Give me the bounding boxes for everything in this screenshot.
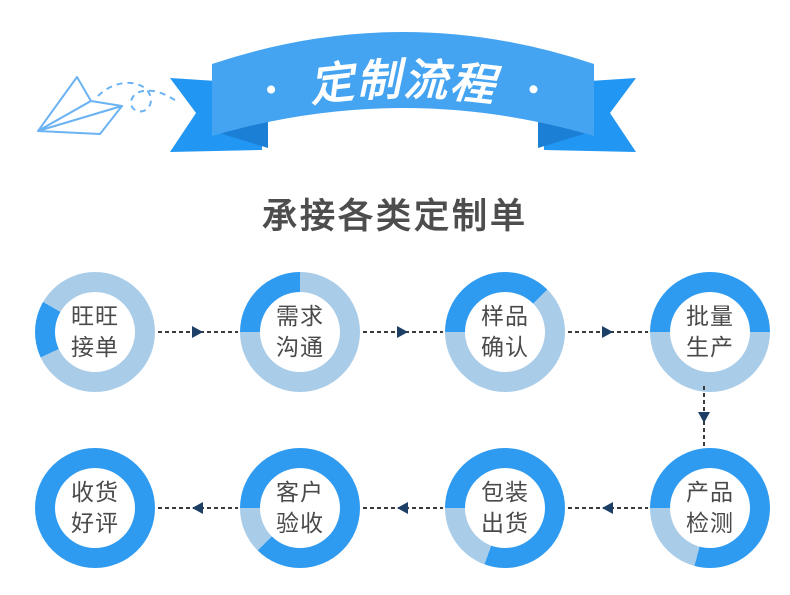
flow-arrow-down xyxy=(697,386,711,446)
header-graphic: • 定制流程 • xyxy=(37,32,636,152)
flow-arrow-left-3 xyxy=(158,501,238,515)
step-inner-disc: 旺旺 接单 xyxy=(55,292,135,372)
step-inner-disc: 产品 检测 xyxy=(670,468,750,548)
step-inner-disc: 包装 出货 xyxy=(465,468,545,548)
step-inner-disc: 批量 生产 xyxy=(670,292,750,372)
step-circle-2: 需求 沟通 xyxy=(240,272,360,392)
step-circle-7: 客户 验收 xyxy=(240,448,360,568)
step-label: 产品 检测 xyxy=(686,479,734,536)
flow-arrow-right-2 xyxy=(363,325,443,339)
arrowhead-right-icon xyxy=(397,326,408,338)
step-circle-4: 批量 生产 xyxy=(650,272,770,392)
ribbon-band xyxy=(212,32,594,136)
step-label: 客户 验收 xyxy=(276,479,324,536)
step-label: 旺旺 接单 xyxy=(71,303,119,360)
arrowhead-left-icon xyxy=(192,502,203,514)
arrowhead-right-icon xyxy=(192,326,203,338)
flow-arrow-right-1 xyxy=(158,325,238,339)
step-circle-5: 产品 检测 xyxy=(650,448,770,568)
ribbon-fold-right xyxy=(538,118,590,148)
step-label: 收货 好评 xyxy=(71,479,119,536)
section-title: 承接各类定制单 xyxy=(261,197,528,236)
step-label: 样品 确认 xyxy=(481,303,529,360)
flow-arrow-left-2 xyxy=(363,501,443,515)
flow-arrow-left-1 xyxy=(568,501,648,515)
paper-plane-icon xyxy=(37,76,123,135)
step-label: 包装 出货 xyxy=(481,479,529,536)
arrowhead-down-icon xyxy=(698,412,710,423)
dashed-trail-icon xyxy=(97,81,179,113)
step-circle-3: 样品 确认 xyxy=(445,272,565,392)
arrowhead-right-icon xyxy=(602,326,613,338)
step-circle-1: 旺旺 接单 xyxy=(35,272,155,392)
step-circle-8: 收货 好评 xyxy=(35,448,155,568)
ribbon-fold-left xyxy=(216,118,268,148)
step-inner-disc: 客户 验收 xyxy=(260,468,340,548)
step-label: 需求 沟通 xyxy=(276,303,324,360)
step-inner-disc: 样品 确认 xyxy=(465,292,545,372)
arrowhead-left-icon xyxy=(602,502,613,514)
step-inner-disc: 收货 好评 xyxy=(55,468,135,548)
step-label: 批量 生产 xyxy=(686,303,734,360)
step-circle-6: 包装 出货 xyxy=(445,448,565,568)
step-inner-disc: 需求 沟通 xyxy=(260,292,340,372)
flow-arrow-right-3 xyxy=(568,325,648,339)
banner-title-text: 定制流程 xyxy=(306,55,503,111)
arrowhead-left-icon xyxy=(397,502,408,514)
